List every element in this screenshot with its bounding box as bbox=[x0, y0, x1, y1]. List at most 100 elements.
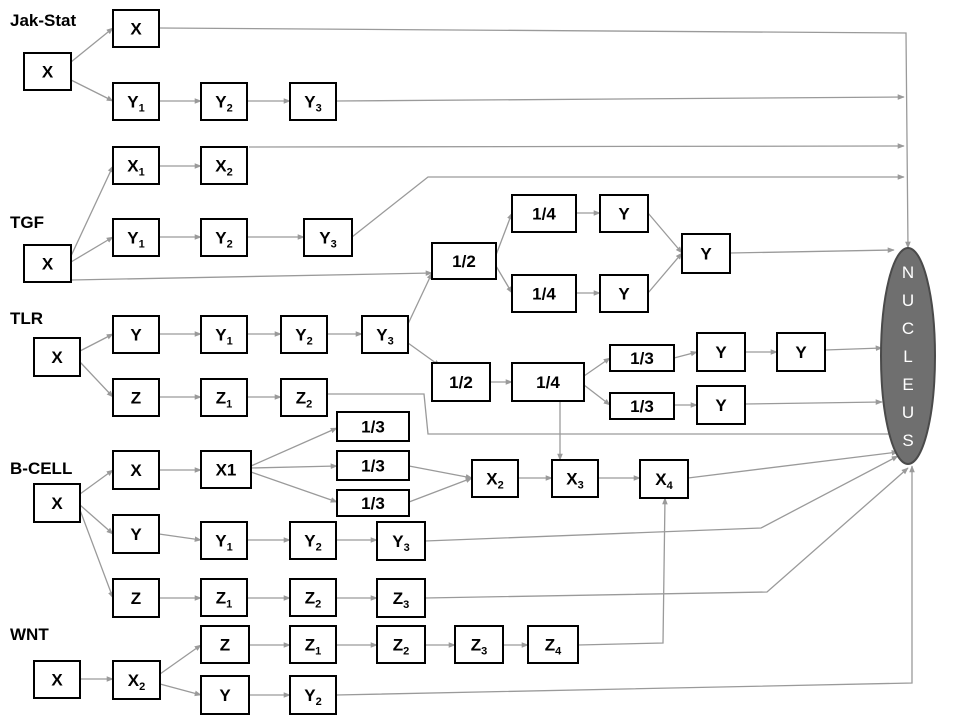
node-label: 1/4 bbox=[532, 205, 556, 224]
node-label: X1 bbox=[216, 461, 237, 480]
node-f-12b: 1/2 bbox=[431, 362, 491, 402]
node-tg-x1: X1 bbox=[112, 146, 160, 185]
node-label: X bbox=[51, 671, 63, 690]
node-wn-z3: Z3 bbox=[454, 625, 504, 664]
node-label: Y2 bbox=[304, 686, 321, 708]
node-label: Y bbox=[130, 326, 142, 345]
edge-arrow bbox=[583, 357, 611, 377]
node-js-xo: X bbox=[112, 9, 160, 48]
node-tl-x: X bbox=[33, 337, 81, 377]
node-f-yb: Y bbox=[599, 274, 649, 313]
node-tl-z2: Z2 bbox=[280, 378, 328, 417]
node-wn-z4: Z4 bbox=[527, 625, 579, 664]
node-tg-y1: Y1 bbox=[112, 218, 160, 257]
node-bc-x: X bbox=[33, 483, 81, 523]
node-label: Y1 bbox=[127, 93, 144, 115]
edge-arrow bbox=[687, 449, 899, 479]
node-f-14b: 1/4 bbox=[511, 274, 577, 313]
edge-arrow bbox=[351, 174, 905, 238]
node-label: Y1 bbox=[215, 532, 232, 554]
nucleus-ellipse bbox=[880, 247, 936, 465]
node-label: Y2 bbox=[304, 532, 321, 554]
edge-arrow bbox=[335, 465, 915, 696]
node-bc-x2: X2 bbox=[471, 459, 519, 498]
node-label: Z3 bbox=[471, 636, 488, 658]
node-bc-y3: Y3 bbox=[376, 521, 426, 561]
node-tg-x: X bbox=[23, 244, 72, 283]
edge-arrow bbox=[70, 165, 114, 257]
node-label: X2 bbox=[128, 671, 145, 693]
label-jak-stat: Jak-Stat bbox=[10, 11, 76, 30]
node-js-y2: Y2 bbox=[200, 82, 248, 121]
node-label: Y bbox=[715, 343, 727, 362]
node-label: 1/3 bbox=[361, 457, 385, 476]
node-tg-y3: Y3 bbox=[303, 218, 353, 257]
node-bc-x1: X1 bbox=[200, 450, 252, 489]
node-label: Y bbox=[700, 245, 712, 264]
node-label: Z bbox=[131, 589, 141, 608]
edge-arrow bbox=[70, 79, 114, 102]
node-label: Z2 bbox=[296, 389, 313, 411]
node-label: Z bbox=[220, 636, 230, 655]
node-bc-y1: Y1 bbox=[200, 521, 248, 560]
node-wn-z2: Z2 bbox=[376, 625, 426, 664]
node-tl-z: Z bbox=[112, 378, 160, 417]
edge-arrow bbox=[250, 471, 338, 503]
node-label: Y bbox=[618, 205, 630, 224]
node-label: Y1 bbox=[127, 229, 144, 251]
nucleus-letter: L bbox=[903, 347, 912, 366]
node-f-14c: 1/4 bbox=[511, 362, 585, 402]
edge-arrow bbox=[729, 247, 895, 254]
edge-arrow bbox=[408, 465, 473, 480]
node-label: Z2 bbox=[393, 636, 410, 658]
node-bc-y2: Y2 bbox=[289, 521, 337, 560]
edge-arrow bbox=[248, 143, 905, 149]
node-label: X1 bbox=[127, 157, 144, 179]
node-f-ya: Y bbox=[599, 194, 649, 233]
node-wn-x: X bbox=[33, 660, 81, 699]
node-bc-13b: 1/3 bbox=[336, 450, 410, 481]
edge-arrow bbox=[327, 393, 899, 437]
node-label: 1/4 bbox=[536, 373, 560, 392]
node-label: X bbox=[130, 461, 142, 480]
label-tlr: TLR bbox=[10, 309, 43, 328]
edge-arrow bbox=[495, 265, 513, 294]
node-tg-x2: X2 bbox=[200, 146, 248, 185]
edge-arrow bbox=[158, 27, 911, 249]
nucleus-letter: U bbox=[902, 403, 914, 422]
label-b-cell: B-CELL bbox=[10, 459, 72, 478]
node-tl-y: Y bbox=[112, 315, 160, 354]
edge-arrow bbox=[159, 644, 202, 675]
edge-arrow bbox=[158, 533, 202, 542]
node-f-ye: Y bbox=[776, 332, 826, 372]
nucleus-letter: U bbox=[902, 291, 914, 310]
edge-arrow bbox=[70, 27, 114, 63]
edge-arrow bbox=[495, 212, 513, 256]
nucleus-letter: S bbox=[902, 431, 913, 450]
node-label: Z1 bbox=[216, 589, 233, 611]
node-label: X bbox=[51, 348, 63, 367]
edge-arrow bbox=[79, 361, 114, 398]
node-label: 1/3 bbox=[361, 494, 385, 513]
node-tl-y1: Y1 bbox=[200, 315, 248, 354]
node-label: 1/4 bbox=[532, 285, 556, 304]
node-f-12a: 1/2 bbox=[431, 242, 497, 280]
node-f-yc: Y bbox=[681, 233, 731, 274]
node-label: X bbox=[42, 255, 54, 274]
edge-arrow bbox=[70, 236, 114, 263]
node-label: Y bbox=[219, 686, 231, 705]
label-wnt: WNT bbox=[10, 625, 49, 644]
node-label: Y bbox=[618, 285, 630, 304]
nucleus-letter: E bbox=[902, 375, 913, 394]
node-tl-y3: Y3 bbox=[361, 315, 409, 354]
node-label: Y2 bbox=[215, 93, 232, 115]
node-js-x: X bbox=[23, 52, 72, 91]
node-label: 1/3 bbox=[361, 418, 385, 437]
node-label: Z4 bbox=[545, 636, 562, 658]
edge-arrow bbox=[577, 497, 668, 646]
edge-arrow bbox=[79, 469, 114, 495]
edge-arrow bbox=[159, 683, 202, 697]
node-label: Z1 bbox=[305, 636, 322, 658]
